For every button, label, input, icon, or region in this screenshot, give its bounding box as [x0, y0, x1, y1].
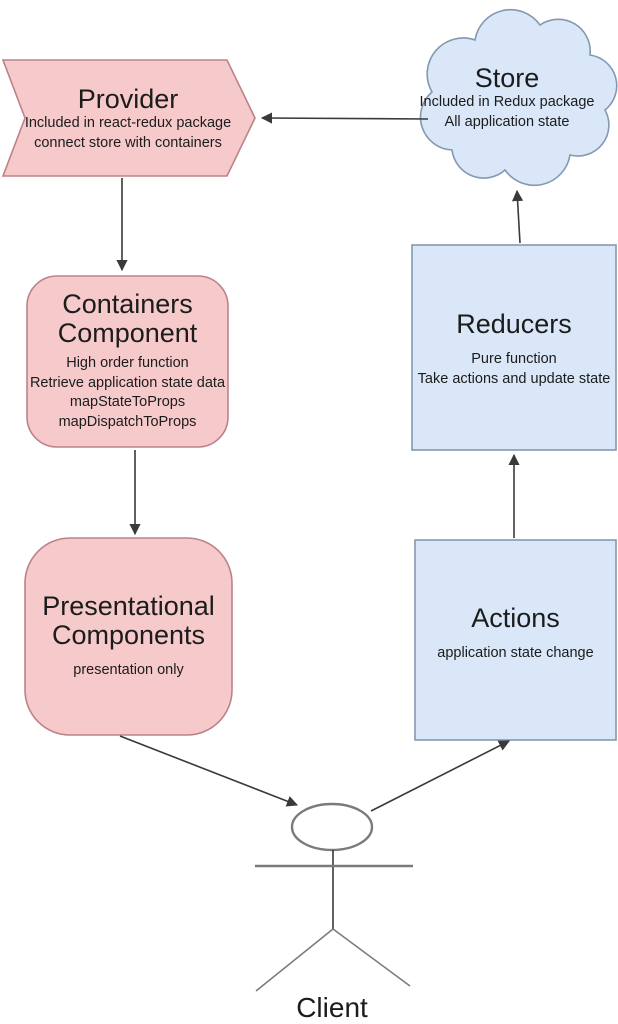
client-head	[290, 802, 374, 852]
arrow-client-to-actions	[370, 740, 510, 812]
client-leg-right	[332, 928, 411, 987]
containers-box-shape	[26, 275, 229, 448]
actions-box-shape	[414, 539, 617, 741]
presentational-box-shape	[24, 537, 233, 736]
provider-chevron-shape	[1, 59, 256, 177]
store-cloud-shape	[419, 8, 618, 187]
client-figure	[255, 802, 413, 992]
arrow-store-to-provider	[260, 112, 429, 124]
client-leg-left	[255, 928, 334, 992]
arrow-reducers-to-store	[511, 189, 524, 244]
reducers-box-shape	[411, 244, 617, 451]
arrow-presentational-to-client	[119, 735, 299, 807]
